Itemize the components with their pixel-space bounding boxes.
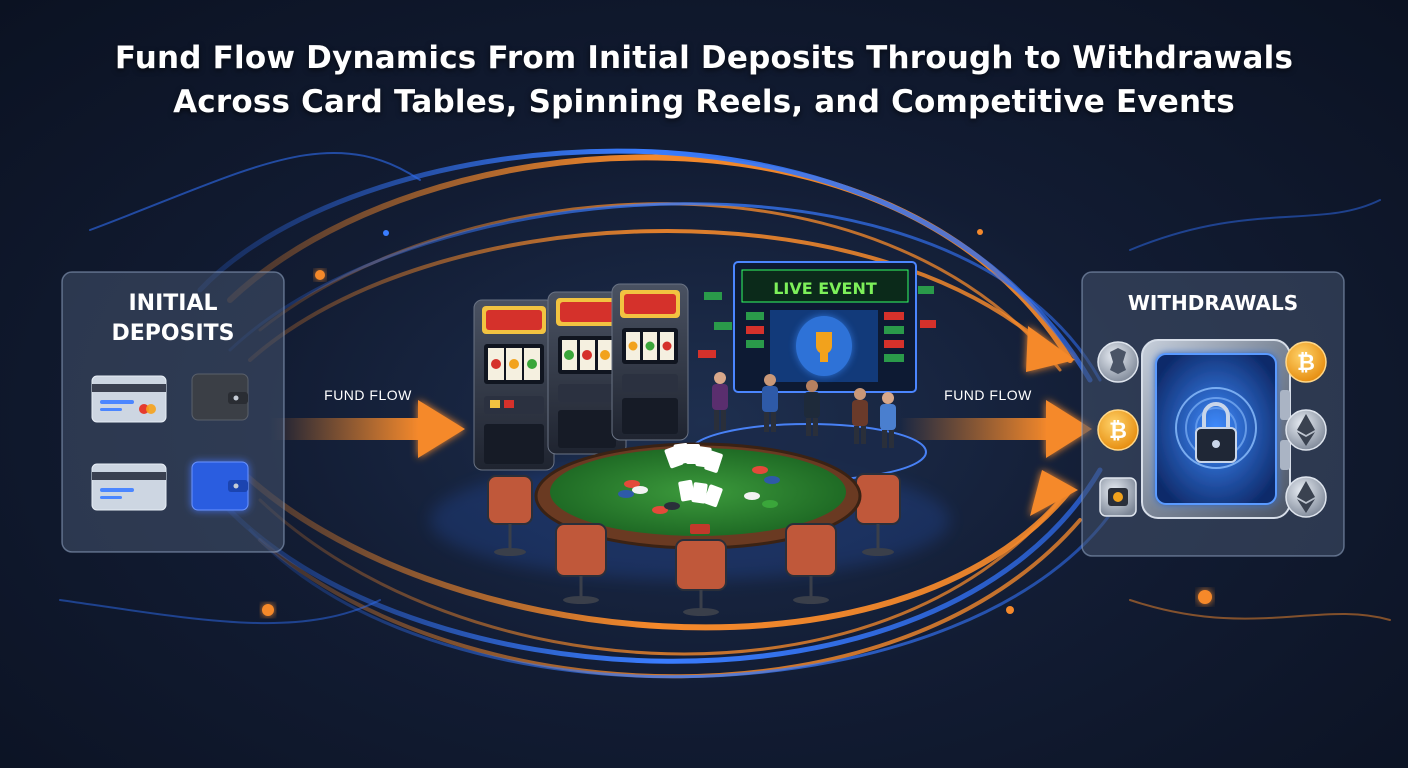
flow-lines (59, 148, 1391, 679)
flow-line-orange (1129, 599, 1391, 621)
withdrawals-panel: WITHDRAWALS ₿ ₿ (1081, 271, 1345, 557)
arrowhead-icon (1030, 470, 1078, 516)
flow-line-blue (1129, 199, 1381, 251)
players-icon (712, 372, 896, 448)
ethereum-icon (1285, 476, 1327, 518)
fund-flow-label-left: FUND FLOW (324, 387, 412, 403)
wallet-icon (191, 373, 249, 421)
svg-text:₿: ₿ (1297, 351, 1315, 376)
vault-lock-icon (1141, 339, 1291, 519)
bitcoin-icon: ₿ (1097, 409, 1139, 451)
credit-card-icon (91, 463, 167, 511)
arrowhead-icon (1026, 326, 1075, 372)
live-event-label: LIVE EVENT (773, 279, 877, 298)
initial-deposits-panel: INITIAL DEPOSITS (61, 271, 285, 553)
slot-machine-icon (473, 299, 555, 471)
sparkles (262, 229, 1212, 616)
credit-card-icon (91, 375, 167, 423)
flow-line-orange (237, 467, 1073, 631)
poker-table-icon (534, 442, 862, 550)
flow-line-blue (89, 152, 421, 231)
flow-line-blue (59, 599, 381, 625)
chair-icon (487, 473, 901, 525)
slot-machine-icon (611, 283, 689, 441)
flow-line-orange (258, 498, 1062, 656)
page-title-line2: Across Card Tables, Spinning Reels, and … (173, 84, 1235, 120)
ethereum-icon (1285, 409, 1327, 451)
flow-line-blue (248, 498, 1122, 679)
page-title-line1: Fund Flow Dynamics From Initial Deposits… (114, 40, 1294, 76)
flow-arrowheads (1026, 326, 1078, 516)
deposits-title-line1: INITIAL (128, 291, 217, 316)
deposits-title-line2: DEPOSITS (112, 321, 235, 346)
fund-flow-arrow-left (270, 400, 465, 458)
casino-scene: LIVE EVENT (430, 261, 950, 616)
wallet-icon (191, 461, 249, 511)
flow-line-blue (228, 202, 1102, 382)
bitcoin-icon: ₿ (1285, 341, 1327, 383)
fund-flow-arrow-right (900, 400, 1092, 458)
page-title: Fund Flow Dynamics From Initial Deposits… (0, 36, 1408, 124)
svg-text:₿: ₿ (1109, 419, 1127, 444)
live-event-screen-icon: LIVE EVENT (733, 261, 917, 393)
flow-line-blue (197, 148, 1093, 383)
chair-icon (494, 523, 894, 616)
withdrawals-title: WITHDRAWALS (1128, 291, 1298, 315)
flow-line-orange (248, 229, 1052, 362)
payout-icon (1099, 477, 1137, 517)
slot-machine-icon (547, 291, 627, 455)
flow-line-blue (217, 467, 1103, 664)
payout-icon (1097, 341, 1139, 383)
chips-icon (618, 466, 780, 514)
fund-flow-label-right: FUND FLOW (944, 387, 1032, 403)
